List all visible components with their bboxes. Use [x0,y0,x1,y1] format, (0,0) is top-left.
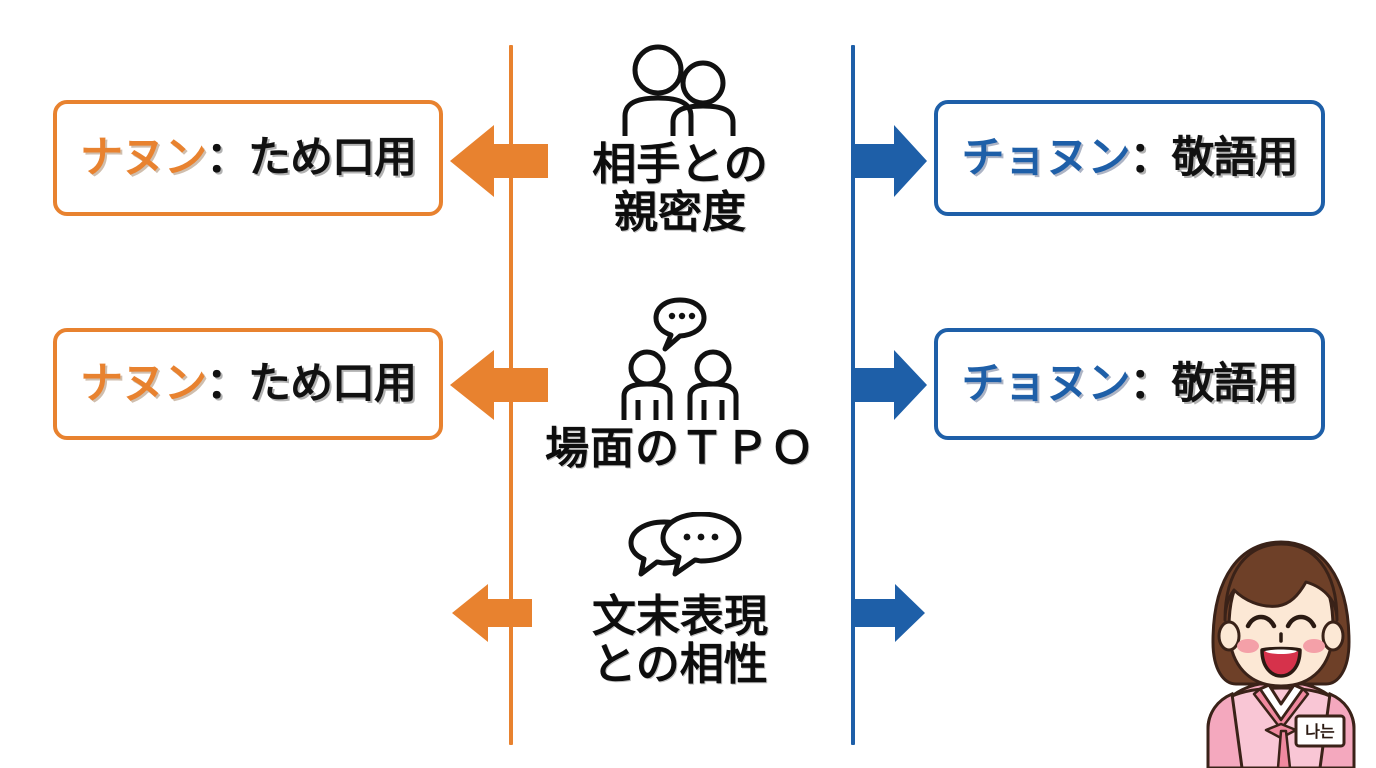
left-arrow-row2 [450,350,548,420]
casual-label-box-row1: ナヌン：ため口用 [53,100,443,216]
polite-label-box-row1: チョヌン：敬語用 [934,100,1325,216]
caption-intimacy-line1: 相手との [592,140,768,189]
caption-sentence-ending-line1: 文末表現 [592,592,768,641]
left-arrow-row1 [450,125,548,197]
mascot-badge-text: 나는 [1305,722,1335,741]
center-group-tpo: 場面のＴＰＯ [545,296,815,473]
center-group-sentence-ending: 文末表現 との相性 [545,511,815,688]
speech-bubbles-icon [617,511,743,593]
caption-tpo-line1: 場面のＴＰＯ [545,424,815,473]
polite-separator-row2: ： [1129,359,1173,408]
casual-kana-row1: ナヌン [80,133,207,182]
polite-kana-row1: チョヌン [961,133,1131,182]
polite-meaning-row1: 敬語用 [1171,133,1299,182]
caption-intimacy-line2: 親密度 [614,187,746,237]
right-arrow-row3 [855,584,925,642]
caption-sentence-ending: 文末表現 との相性 [592,593,768,688]
right-arrow-row1 [853,125,927,197]
casual-meaning-row1: ため口用 [248,133,417,182]
casual-kana-row2: ナヌン [80,359,207,408]
casual-separator-row1: ： [206,133,249,182]
hanbok-girl-illustration: 나는 [1186,524,1376,768]
polite-separator-row1: ： [1129,133,1173,182]
casual-separator-row2: ： [206,359,249,408]
polite-label-box-row2: チョヌン：敬語用 [934,328,1325,440]
caption-sentence-ending-line2: との相性 [592,639,768,689]
center-group-intimacy: 相手との 親密度 [545,44,815,236]
caption-intimacy: 相手との 親密度 [592,141,768,236]
polite-meaning-row2: 敬語用 [1171,359,1299,408]
caption-tpo: 場面のＴＰＯ [545,425,815,473]
polite-kana-row2: チョヌン [961,359,1131,408]
two-people-talking-icon [618,296,742,425]
casual-label-box-row2: ナヌン：ため口用 [53,328,443,440]
left-arrow-row3 [452,584,532,642]
right-arrow-row2 [853,350,927,420]
casual-meaning-row2: ため口用 [248,359,417,408]
two-people-icon [617,44,743,141]
